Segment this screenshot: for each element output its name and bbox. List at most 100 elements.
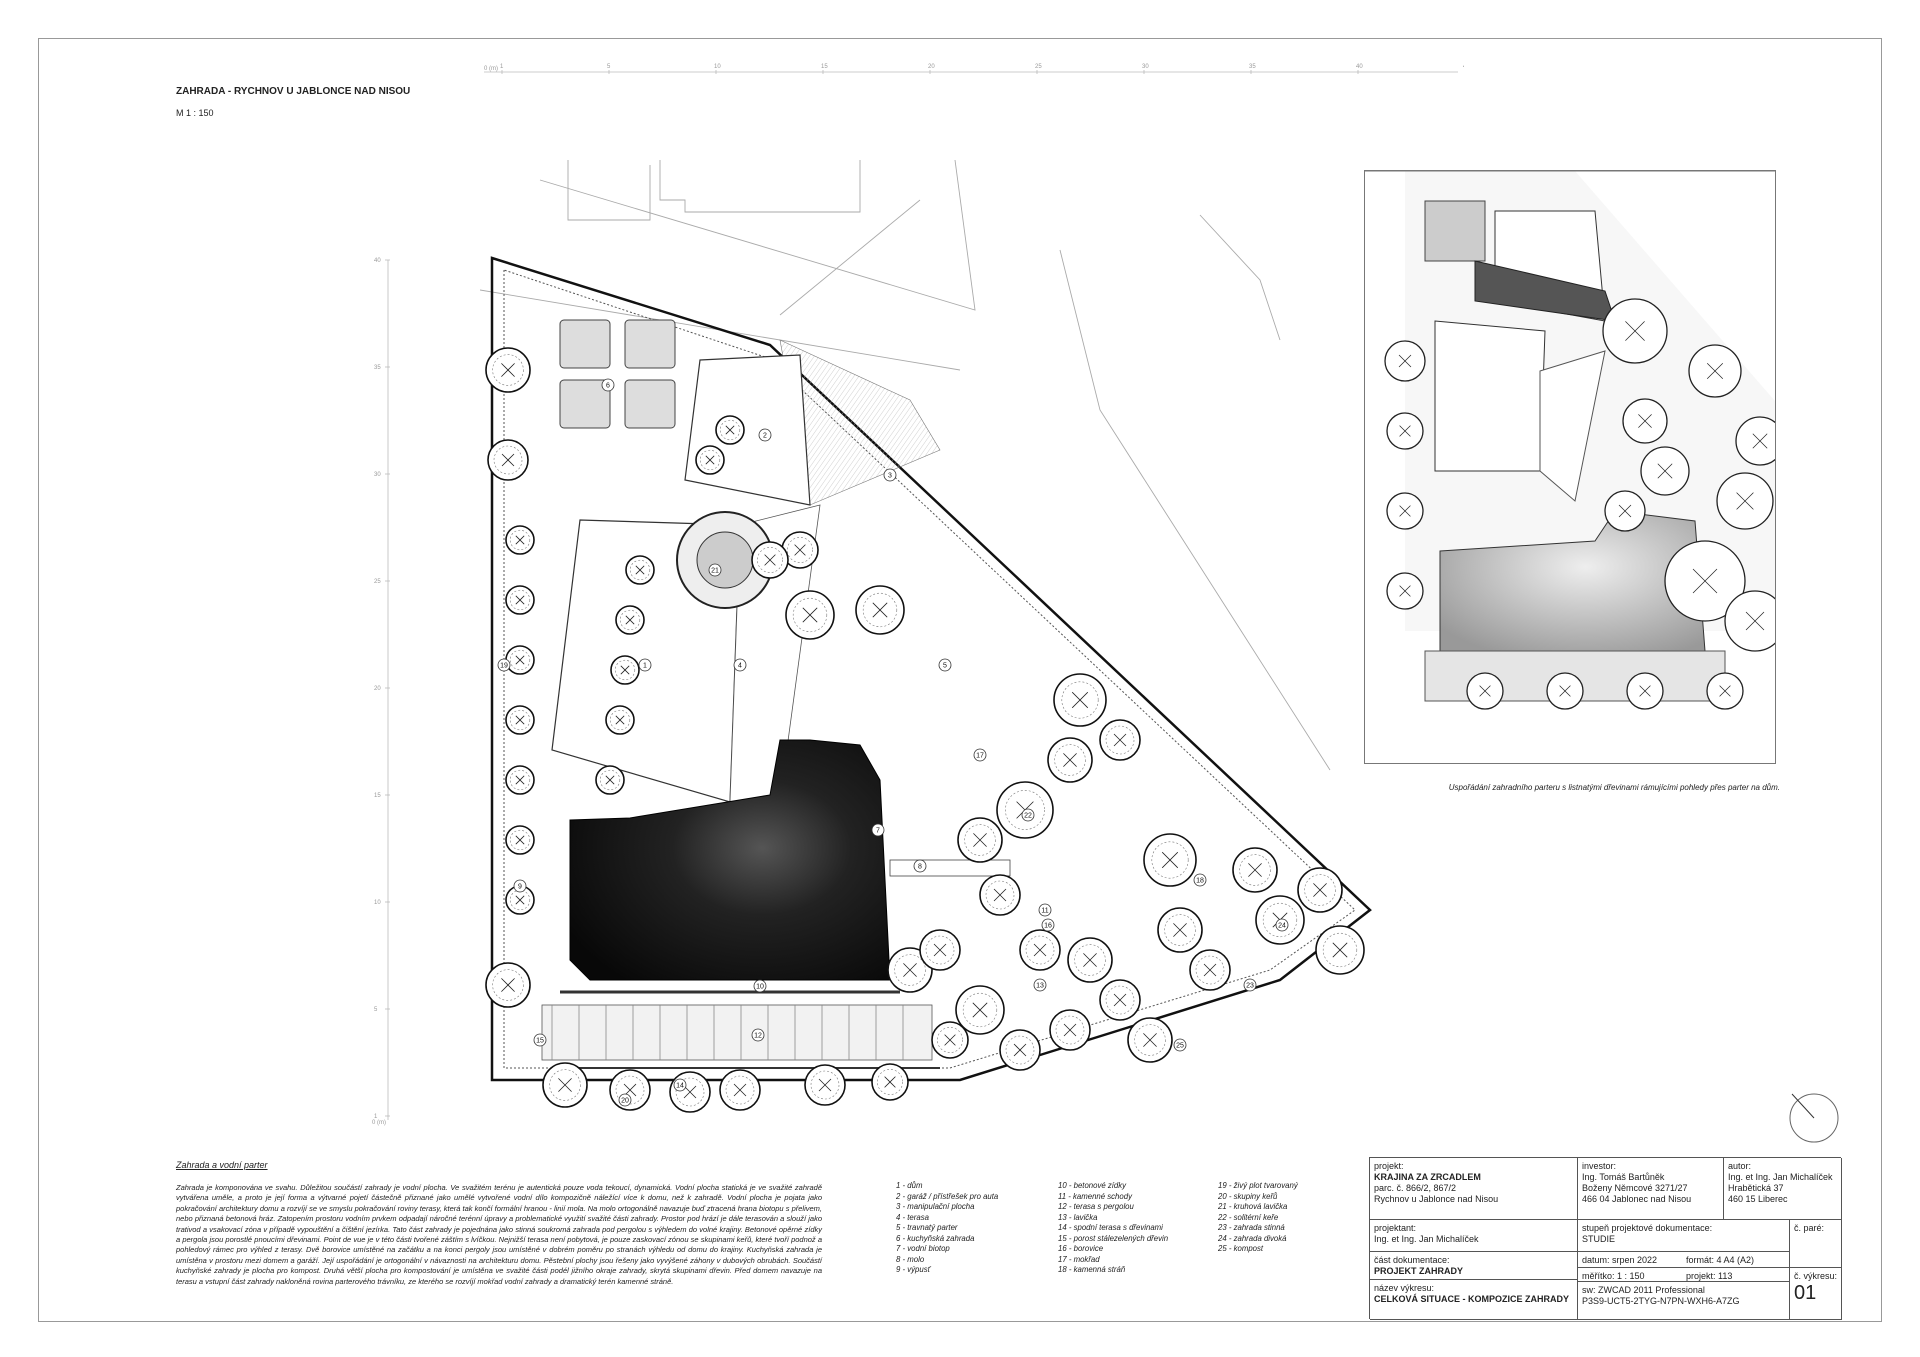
plan-number-marker: 12	[751, 1028, 765, 1042]
plan-number-marker: 15	[533, 1033, 547, 1047]
legend-item: 24 - zahrada divoká	[1218, 1233, 1287, 1243]
left-ruler-tick-label: 5	[374, 1007, 378, 1013]
legend-item: 14 - spodní terasa s dřevinami	[1058, 1223, 1163, 1232]
svg-text:21: 21	[711, 568, 719, 575]
tree-canopy	[487, 439, 529, 481]
plan-number-marker: 20	[618, 1093, 632, 1107]
legend-item: 7 - vodní biotop	[896, 1244, 950, 1253]
tree-canopy	[1053, 673, 1107, 727]
legend-item: 5 - travnatý parter	[896, 1223, 958, 1232]
inset-tree	[1386, 412, 1424, 450]
tree-canopy	[669, 1071, 711, 1113]
tree-canopy	[1047, 737, 1093, 783]
tree-canopy	[595, 765, 625, 795]
plan-number-marker: 21	[708, 563, 722, 577]
legend-item: 2 - garáž / přístřešek pro auta	[896, 1191, 999, 1201]
tb-stage: stupeň projektové dokumentace: STUDIE	[1578, 1220, 1790, 1252]
legend-item: 1 - dům	[896, 1181, 923, 1190]
tree-canopy	[1315, 925, 1365, 975]
top-ruler-tick-label: 40	[1356, 64, 1363, 70]
left-ruler-tick-label: 35	[374, 365, 381, 371]
tb-software: sw: ZWCAD 2011 Professional P3S9-UCT5-2T…	[1578, 1282, 1790, 1320]
tree-canopy	[505, 645, 535, 675]
tree-canopy	[1232, 847, 1278, 893]
tree-canopy	[695, 445, 725, 475]
context-lines	[480, 159, 1331, 771]
tree-canopy	[485, 962, 531, 1008]
tree-canopy	[804, 1064, 846, 1106]
top-ruler-tick-label: 45	[1463, 64, 1464, 70]
tb-designer: projektant: Ing. et Ing. Jan Michalíček	[1370, 1220, 1578, 1252]
plan-number-marker: 24	[1275, 918, 1289, 932]
svg-text:19: 19	[500, 663, 508, 670]
plan-number-marker: 16	[1041, 918, 1055, 932]
left-ruler-tick-label: 10	[374, 900, 381, 906]
left-ruler-tick-label: 25	[374, 579, 381, 585]
inset-tree	[1386, 572, 1424, 610]
top-ruler-tick-label: 35	[1249, 64, 1256, 70]
plan-number-marker: 10	[753, 979, 767, 993]
svg-text:9: 9	[518, 884, 522, 891]
tree-canopy	[1099, 979, 1141, 1021]
svg-text:23: 23	[1246, 983, 1254, 990]
north-arrow-symbol	[1789, 1093, 1839, 1143]
svg-text:17: 17	[976, 753, 984, 760]
inset-tree	[1466, 672, 1504, 710]
kitchen-garden-beds	[559, 319, 676, 429]
tree-canopy	[1019, 929, 1061, 971]
top-ruler-tick-label: 30	[1142, 64, 1149, 70]
inset-tree	[1664, 540, 1746, 622]
tb-part: část dokumentace: PROJEKT ZAHRADY	[1370, 1252, 1578, 1280]
legend-column-2: 10 - betonové zídky 11 - kamenné schody …	[1058, 1181, 1168, 1276]
top-ruler-tick-label: 1	[500, 64, 504, 70]
tree-canopy	[609, 1069, 651, 1111]
plan-number-marker: 7	[871, 823, 885, 837]
tree-canopy	[979, 874, 1021, 916]
legend-item: 3 - manipulační plocha	[896, 1202, 975, 1211]
water-biotope	[569, 739, 891, 981]
svg-text:22: 22	[1024, 813, 1032, 820]
project-name: KRAJINA ZA ZRCADLEM	[1374, 1172, 1481, 1182]
svg-text:20: 20	[621, 1098, 629, 1105]
legend-item: 17 - mokřad	[1058, 1254, 1100, 1264]
svg-text:12: 12	[754, 1033, 762, 1040]
legend-item: 9 - výpusť	[896, 1265, 931, 1274]
svg-text:1: 1	[643, 663, 647, 670]
tree-canopy	[542, 1062, 588, 1108]
plan-number-marker: 1	[638, 658, 652, 672]
tree-canopy	[887, 947, 933, 993]
tree-canopy	[605, 705, 635, 735]
inset-tree	[1602, 298, 1668, 364]
svg-text:15: 15	[536, 1038, 544, 1045]
tb-drawing-number: č. výkresu: 01	[1790, 1268, 1842, 1320]
svg-text:6: 6	[606, 383, 610, 390]
plan-number-marker: 17	[973, 748, 987, 762]
left-ruler-unit: 0 (m)	[372, 1120, 386, 1126]
svg-text:18: 18	[1196, 878, 1204, 885]
tree-canopy	[919, 929, 961, 971]
tree-canopy	[1297, 867, 1343, 913]
tree-canopy	[615, 605, 645, 635]
tb-investor: investor: Ing. Tomáš Bartůněk Boženy Něm…	[1578, 1158, 1724, 1220]
plan-number-marker: 11	[1038, 903, 1052, 917]
plan-number-marker: 18	[1193, 873, 1207, 887]
legend-item: 4 - terasa	[896, 1212, 929, 1222]
tree-canopy	[715, 415, 745, 445]
inset-tree	[1546, 672, 1584, 710]
svg-text:2: 2	[763, 433, 767, 440]
plan-number-marker: 8	[913, 859, 927, 873]
tree-canopy	[1157, 907, 1203, 953]
top-scale-ruler: 0 (m) 151015202530354045	[484, 64, 1464, 74]
legend-item: 19 - živý plot tvarovaný	[1218, 1181, 1298, 1190]
inset-caption: Uspořádání zahradního parteru s listnatý…	[1448, 783, 1780, 792]
svg-text:25: 25	[1176, 1043, 1184, 1050]
tree-canopy	[751, 541, 789, 579]
tree-canopy	[1067, 937, 1113, 983]
inset-tree	[1706, 672, 1744, 710]
plan-number-marker: 13	[1033, 978, 1047, 992]
inset-tree	[1640, 446, 1690, 496]
tree-canopy	[957, 817, 1003, 863]
svg-text:14: 14	[676, 1083, 684, 1090]
top-ruler-unit: 0 (m)	[484, 66, 498, 72]
